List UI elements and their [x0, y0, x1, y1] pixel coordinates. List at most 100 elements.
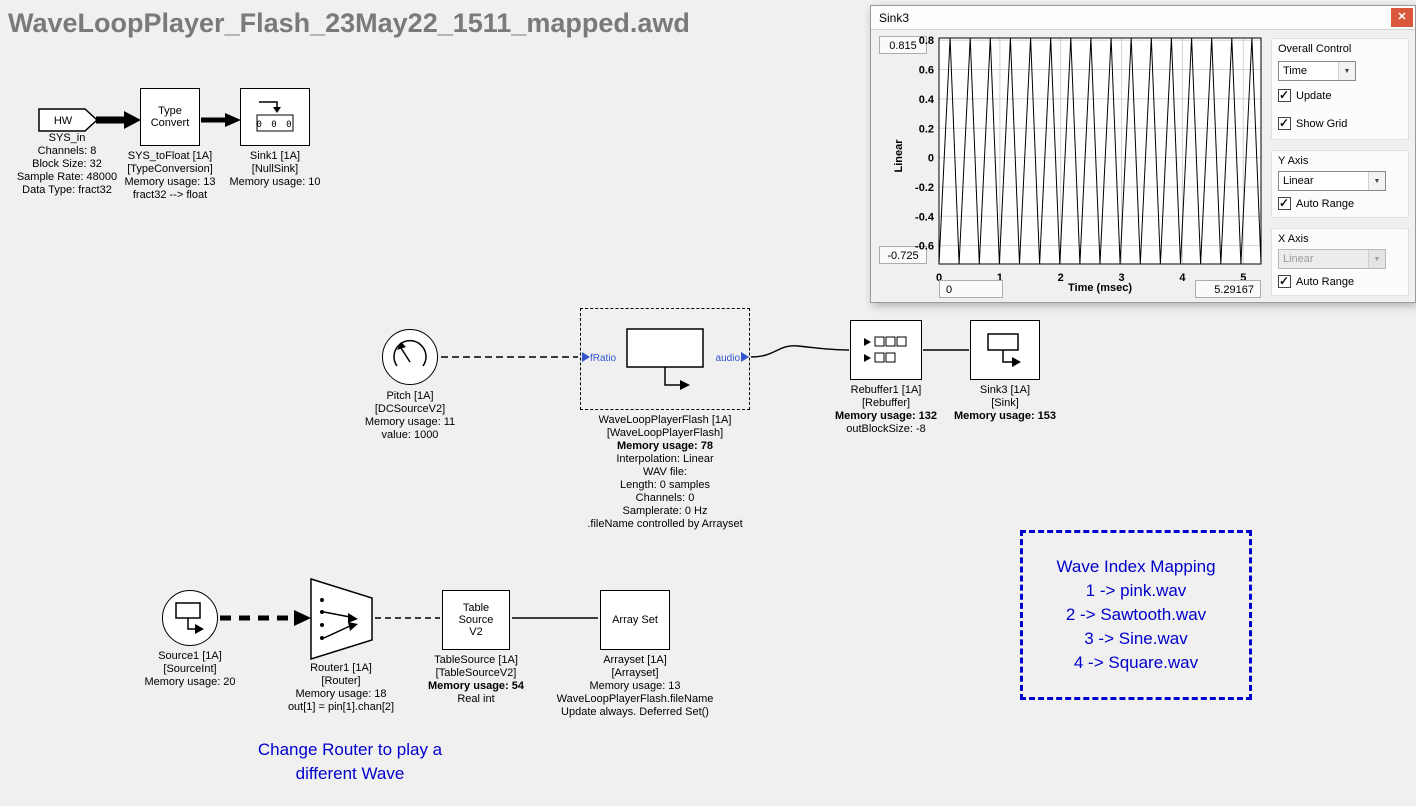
caption-line: [SourceInt]: [163, 663, 217, 675]
y-max-readout[interactable]: 0.815: [879, 36, 927, 54]
caption-line: Memory usage: 13: [589, 680, 681, 692]
caption-line: Wave Index Mapping: [1056, 557, 1216, 576]
y-scale-dropdown[interactable]: Linear ▼: [1278, 171, 1386, 191]
caption-line: 4 -> Square.wav: [1073, 653, 1199, 672]
caption-line: [Sink]: [991, 397, 1019, 409]
caption-line: WAV file:: [642, 466, 687, 478]
arrowhead-icon: [225, 113, 241, 127]
x-auto-range-checkbox[interactable]: Auto Range: [1278, 274, 1355, 288]
checkbox-icon: [1278, 274, 1291, 288]
block-label: Table Source V2: [458, 602, 494, 638]
close-button[interactable]: ✕: [1391, 8, 1413, 27]
caption-line: Memory usage: 132: [834, 410, 938, 422]
block-waveloopplayerflash[interactable]: fRatio audio: [580, 308, 750, 410]
svg-text:0.4: 0.4: [919, 94, 935, 106]
block-type-convert[interactable]: Type Convert: [140, 88, 200, 146]
caption-line: Change Router to play a: [257, 740, 443, 759]
chevron-down-icon: ▼: [1368, 250, 1385, 268]
router-icon: [320, 598, 358, 640]
checkbox-label: Show Grid: [1296, 117, 1348, 130]
caption-line: Channels: 0: [635, 492, 695, 504]
svg-text:0: 0: [936, 272, 942, 282]
caption-line: Rebuffer1 [1A]: [850, 384, 922, 396]
caption-line: [Arrayset]: [611, 667, 659, 679]
block-source1[interactable]: [162, 590, 218, 646]
caption-line: Sink3 [1A]: [979, 384, 1031, 396]
svg-text:0: 0: [928, 153, 934, 165]
block-pitch[interactable]: [382, 329, 438, 385]
x-scale-dropdown[interactable]: Linear ▼: [1278, 249, 1386, 269]
svg-text:5: 5: [1240, 272, 1246, 282]
block-router1[interactable]: [310, 578, 374, 660]
caption-line: Sample Rate: 48000: [16, 171, 118, 183]
sink3-window-titlebar[interactable]: Sink3 ✕: [871, 6, 1415, 30]
caption-line: Data Type: fract32: [22, 184, 112, 196]
caption-line: Arrayset [1A]: [603, 654, 667, 666]
svg-text:3: 3: [1118, 272, 1124, 282]
caption-line: fract32 --> float: [132, 189, 208, 201]
sink3-caption: Sink3 [1A][Sink]Memory usage: 153: [935, 384, 1075, 423]
block-label: Type Convert: [150, 105, 190, 129]
y-min-readout[interactable]: -0.725: [879, 246, 927, 264]
block-sink3[interactable]: [970, 320, 1040, 380]
close-icon: ✕: [1397, 11, 1407, 23]
pin-label-fratio: fRatio: [590, 353, 617, 364]
caption-line: [DCSourceV2]: [374, 403, 446, 415]
caption-line: Update always. Deferred Set(): [561, 706, 709, 718]
sink-icon: [987, 333, 1021, 367]
caption-line: Channels: 8: [37, 145, 97, 157]
checkbox-icon: [1278, 196, 1291, 210]
document-title: WaveLoopPlayer_Flash_23May22_1511_mapped…: [8, 8, 690, 38]
sink3-window-title: Sink3: [879, 11, 910, 25]
svg-text:1: 1: [997, 272, 1003, 282]
caption-line: Sink1 [1A]: [249, 150, 301, 162]
caption-line: outBlockSize: -8: [846, 423, 926, 435]
domain-dropdown[interactable]: Time ▼: [1278, 61, 1356, 81]
block-label: Array Set: [612, 614, 658, 626]
block-rebuffer1[interactable]: [850, 320, 922, 380]
x-min-readout[interactable]: 0: [939, 280, 1003, 298]
block-arrayset[interactable]: Array Set: [600, 590, 670, 650]
x-max-readout[interactable]: 5.29167: [1195, 280, 1261, 298]
caption-line: SYS_toFloat [1A]: [127, 150, 213, 162]
plot-frame: [938, 37, 1262, 265]
arrowhead-icon: [294, 610, 311, 626]
source1-caption: Source1 [1A][SourceInt]Memory usage: 20: [115, 650, 265, 689]
sink1-caption: Sink1 [1A][NullSink]Memory usage: 10: [215, 150, 335, 189]
gauge-icon: [393, 339, 427, 367]
checkbox-label: Update: [1296, 89, 1332, 102]
block-tablesource[interactable]: Table Source V2: [442, 590, 510, 650]
caption-line: different Wave: [295, 764, 405, 783]
caption-line: WaveLoopPlayerFlash.fileName: [556, 693, 714, 705]
block-label: HW: [54, 115, 73, 127]
caption-line: out[1] = pin[1].chan[2]: [287, 701, 395, 713]
show-grid-checkbox[interactable]: Show Grid: [1278, 116, 1348, 130]
arrowhead-icon: [124, 111, 141, 129]
caption-line: 3 -> Sine.wav: [1084, 629, 1188, 648]
block-sys-in[interactable]: HW: [38, 108, 102, 132]
group-label: X Axis: [1278, 233, 1309, 245]
svg-text:-0.2: -0.2: [915, 182, 934, 194]
update-checkbox[interactable]: Update: [1278, 88, 1332, 102]
dropdown-value: Linear: [1283, 253, 1314, 265]
svg-text:0.6: 0.6: [919, 65, 934, 77]
checkbox-icon: [1278, 88, 1291, 102]
router-change-note[interactable]: Change Router to play a different Wave: [230, 738, 470, 786]
pin-label-audio: audio: [715, 353, 740, 364]
caption-line: Memory usage: 20: [144, 676, 236, 688]
checkbox-label: Auto Range: [1296, 275, 1355, 288]
caption-line: WaveLoopPlayerFlash [1A]: [598, 414, 732, 426]
waveloop-caption: WaveLoopPlayerFlash [1A][WaveLoopPlayerF…: [555, 414, 775, 531]
block-sink1[interactable]: 0 0 0: [240, 88, 310, 146]
tablesource-caption: TableSource [1A][TableSourceV2]Memory us…: [396, 654, 556, 706]
wire-waveloop-to-rebuffer[interactable]: [750, 345, 850, 358]
y-auto-range-checkbox[interactable]: Auto Range: [1278, 196, 1354, 210]
